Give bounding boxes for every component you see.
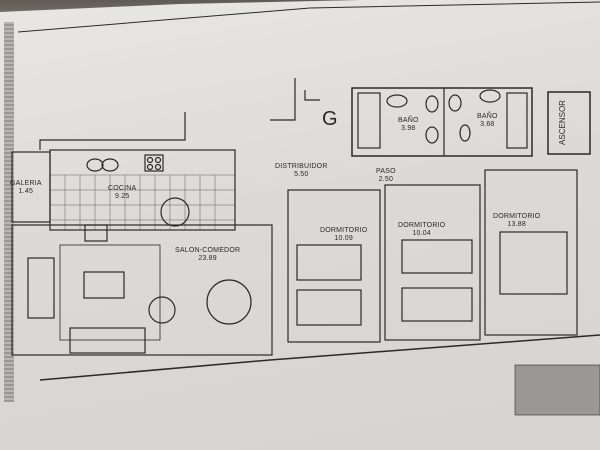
coffee-table-icon bbox=[83, 271, 125, 299]
room-name: SALON-COMEDOR bbox=[175, 247, 241, 254]
room-name: DISTRIBUIDOR bbox=[275, 163, 328, 170]
galeria-outline bbox=[11, 151, 51, 223]
key-plan-thumbnail bbox=[514, 364, 600, 416]
room-area: 9.25 bbox=[115, 193, 130, 200]
bedroom-3-outline bbox=[484, 169, 578, 336]
armchair-icon bbox=[148, 296, 176, 324]
room-area: 3.68 bbox=[480, 121, 495, 128]
room-area: 10.09 bbox=[334, 235, 353, 242]
orientation-marker: G bbox=[322, 108, 338, 130]
bedroom-2-outline bbox=[384, 184, 481, 341]
bedroom-1-outline bbox=[287, 189, 381, 343]
kitchen-tiles bbox=[50, 174, 235, 230]
room-name: PASO bbox=[376, 168, 396, 175]
room-label-galeria: GALERIA 1.45 bbox=[10, 180, 42, 196]
kitchen-table-icon bbox=[160, 197, 190, 227]
elevator-outline bbox=[547, 91, 591, 155]
room-name: DORMITORIO bbox=[493, 213, 541, 220]
elevator-label: ASCENSOR bbox=[557, 100, 567, 145]
room-area: 10.04 bbox=[412, 230, 431, 237]
salon-outline bbox=[11, 224, 273, 356]
room-label-distribuidor: DISTRIBUIDOR 5.50 bbox=[275, 163, 328, 179]
room-name: DORMITORIO bbox=[320, 227, 368, 234]
room-name: COCINA bbox=[108, 185, 137, 192]
sofa-icon bbox=[27, 257, 55, 319]
room-area: 23.89 bbox=[198, 255, 217, 262]
stove-icon bbox=[144, 154, 164, 172]
dining-table-icon bbox=[206, 279, 252, 325]
room-label-dormitorio-1: DORMITORIO 10.09 bbox=[320, 227, 367, 243]
room-name: GALERIA bbox=[10, 180, 42, 187]
room-area: 1.45 bbox=[18, 188, 34, 195]
paper-perforated-edge bbox=[4, 22, 14, 402]
room-name: BAÑO bbox=[477, 113, 498, 120]
room-label-salon-comedor: SALON-COMEDOR 23.89 bbox=[175, 247, 240, 263]
room-area: 3.98 bbox=[401, 125, 416, 132]
bathtub-icon bbox=[357, 92, 381, 149]
room-label-cocina: COCINA 9.25 bbox=[108, 185, 136, 201]
room-area: 13.88 bbox=[507, 221, 526, 228]
room-area: 2.50 bbox=[378, 176, 394, 183]
room-label-paso: PASO 2.50 bbox=[376, 168, 396, 184]
bathtub-icon-2 bbox=[506, 92, 528, 149]
sink-icon bbox=[86, 158, 104, 172]
room-area: 5.50 bbox=[294, 171, 309, 178]
sofa-icon-2 bbox=[69, 327, 146, 354]
room-name: DORMITORIO bbox=[398, 222, 446, 229]
room-label-dormitorio-3: DORMITORIO 13.88 bbox=[493, 213, 540, 229]
room-name: BAÑO bbox=[398, 117, 419, 124]
room-label-bano-1: BAÑO 3.98 bbox=[398, 117, 419, 133]
room-label-dormitorio-2: DORMITORIO 10.04 bbox=[398, 222, 445, 238]
bathrooms-outline bbox=[351, 87, 533, 157]
room-label-bano-2: BAÑO 3.68 bbox=[477, 113, 498, 129]
